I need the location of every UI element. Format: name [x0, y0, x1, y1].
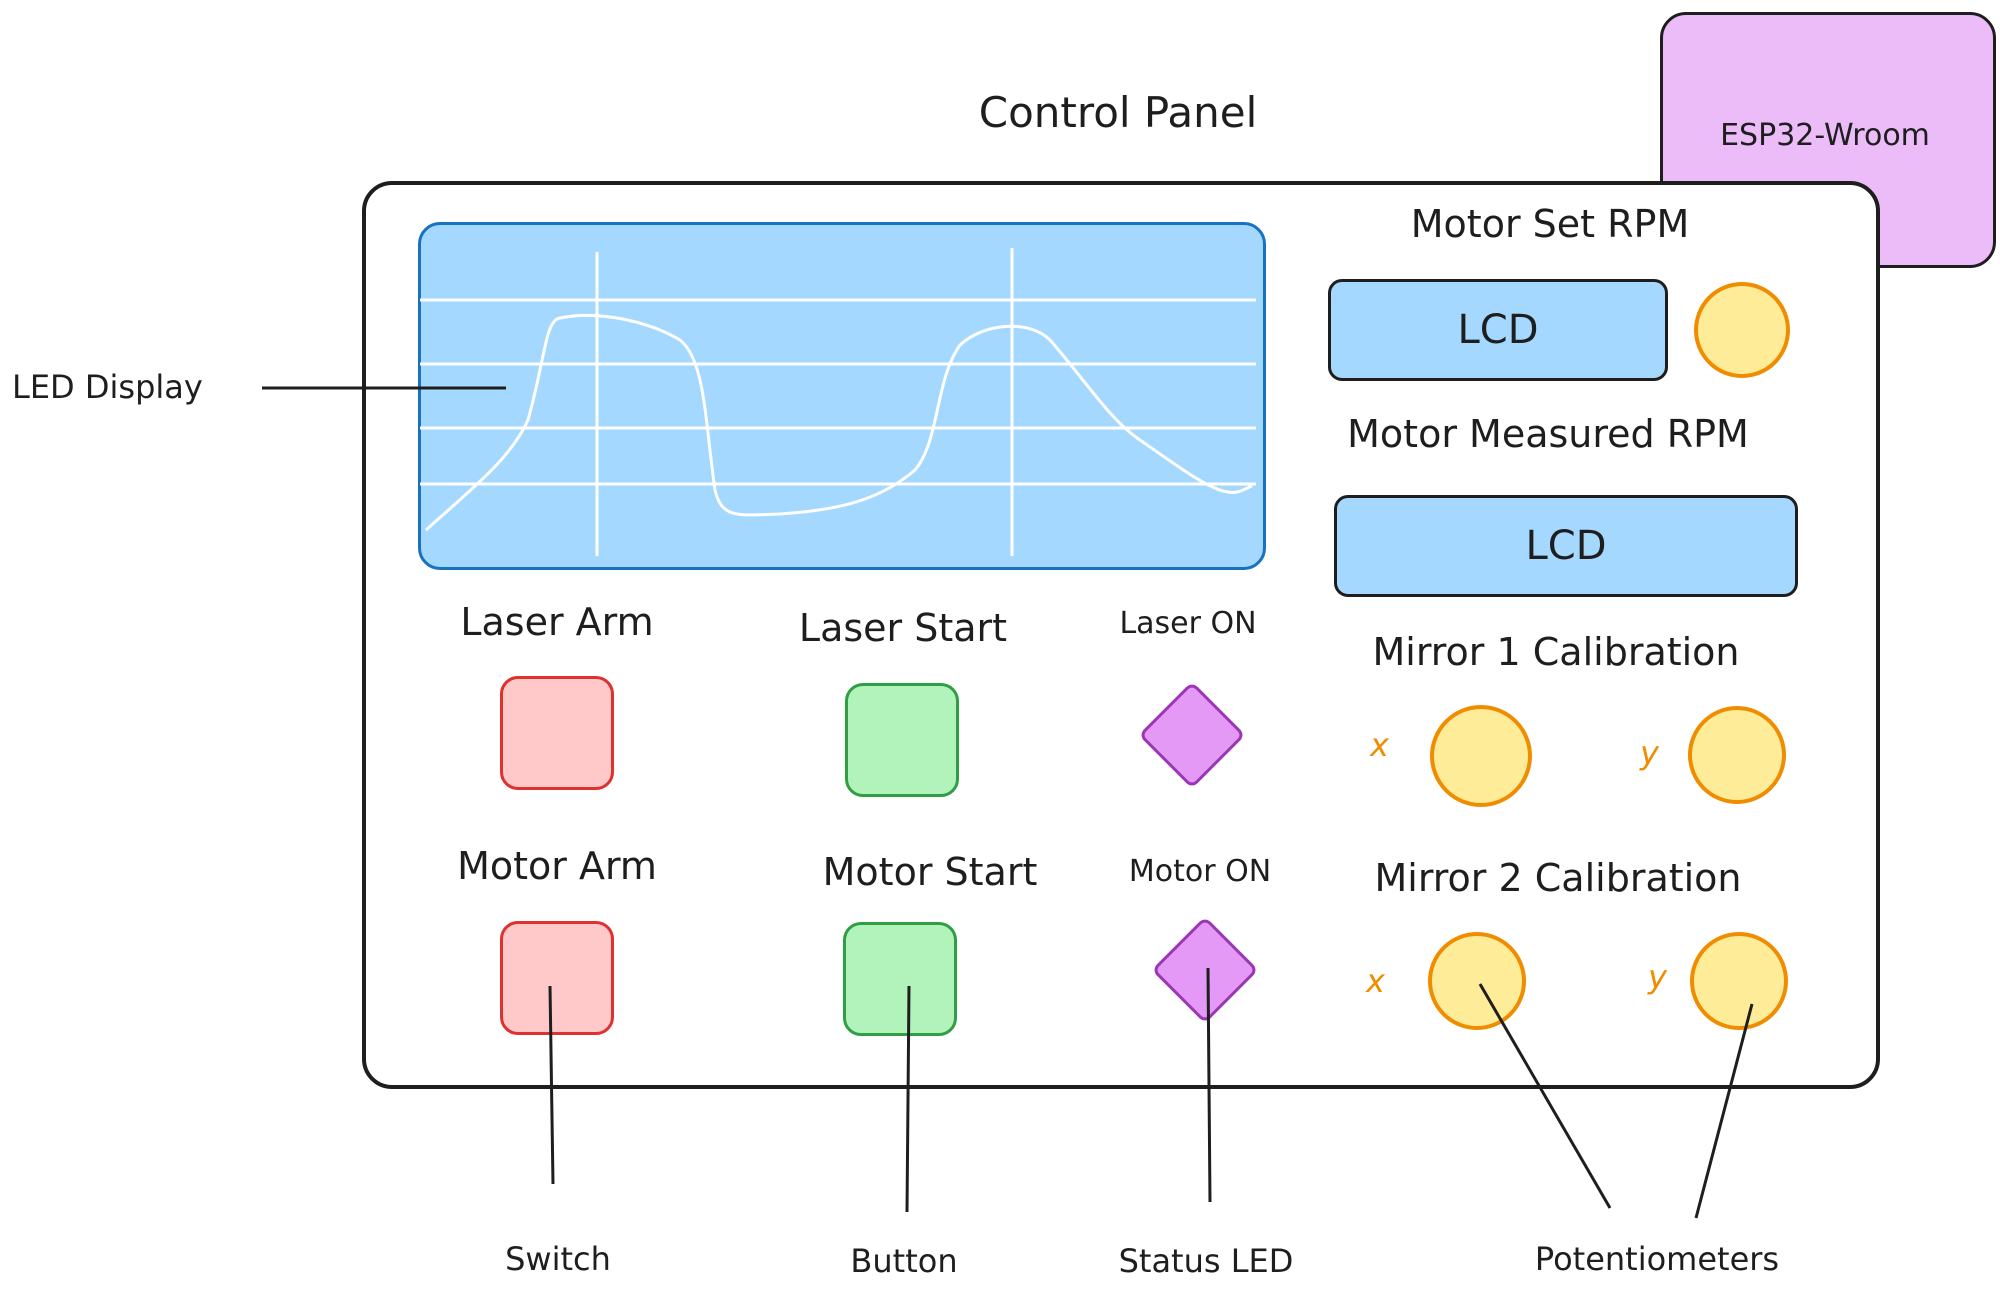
mirror-2-x-potentiometer[interactable] — [1428, 932, 1526, 1030]
led-display-callout: LED Display — [12, 368, 203, 406]
esp32-label: ESP32-Wroom — [1720, 118, 1930, 153]
mirror-1-x-label: x — [1370, 726, 1389, 764]
switch-leader — [548, 985, 555, 1185]
motor-arm-switch[interactable] — [500, 921, 614, 1035]
mirror-1-calibration-title: Mirror 1 Calibration — [1372, 630, 1740, 674]
motor-start-button[interactable] — [843, 922, 957, 1036]
laser-start-button[interactable] — [845, 683, 959, 797]
display-waveform — [424, 314, 1253, 532]
laser-arm-switch[interactable] — [500, 676, 614, 790]
motor-measured-rpm-lcd: LCD — [1334, 495, 1798, 597]
mirror-2-x-label: x — [1366, 962, 1385, 1000]
status-led-callout: Status LED — [1118, 1242, 1294, 1280]
button-callout: Button — [850, 1242, 958, 1280]
motor-measured-rpm-lcd-label: LCD — [1525, 523, 1607, 569]
mirror-1-y-label: y — [1640, 734, 1659, 772]
button-leader — [905, 985, 911, 1213]
potentiometers-callout: Potentiometers — [1534, 1240, 1780, 1278]
mirror-2-y-label: y — [1648, 958, 1667, 996]
laser-arm-label: Laser Arm — [460, 600, 654, 644]
mirror-1-x-potentiometer[interactable] — [1430, 705, 1532, 807]
display-grid — [420, 248, 1256, 556]
mirror-2-y-potentiometer[interactable] — [1690, 932, 1788, 1030]
laser-start-label: Laser Start — [798, 606, 1008, 650]
motor-set-rpm-potentiometer[interactable] — [1694, 282, 1790, 378]
motor-on-label: Motor ON — [1128, 854, 1272, 889]
motor-set-rpm-lcd-label: LCD — [1457, 307, 1539, 353]
motor-arm-label: Motor Arm — [457, 844, 657, 888]
mirror-2-calibration-title: Mirror 2 Calibration — [1374, 856, 1742, 900]
motor-start-label: Motor Start — [822, 850, 1038, 894]
switch-callout: Switch — [505, 1240, 611, 1278]
led-display — [418, 222, 1266, 570]
laser-on-label: Laser ON — [1119, 606, 1257, 641]
potentiometer-leader-2 — [1694, 1003, 1754, 1219]
mirror-1-y-potentiometer[interactable] — [1688, 706, 1786, 804]
status-led-leader — [1206, 967, 1212, 1203]
motor-set-rpm-lcd: LCD — [1328, 279, 1668, 381]
diagram-title: Control Panel — [978, 88, 1258, 137]
motor-measured-rpm-title: Motor Measured RPM — [1347, 412, 1749, 456]
motor-set-rpm-title: Motor Set RPM — [1410, 202, 1690, 246]
potentiometer-leader-1 — [1478, 983, 1612, 1209]
